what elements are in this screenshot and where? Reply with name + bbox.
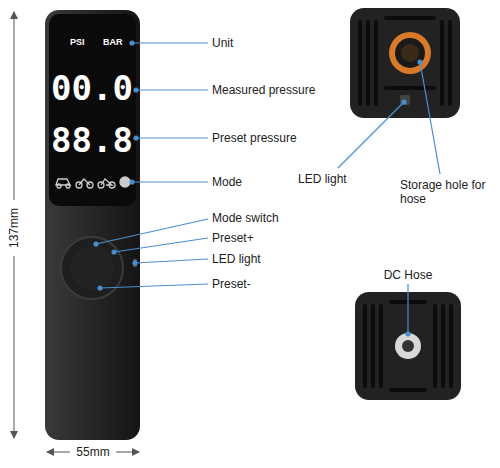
part-label: Preset+	[212, 231, 254, 245]
part-label: Preset-	[212, 277, 251, 291]
part-label: Measured pressure	[212, 83, 315, 97]
display-digits: 88.8	[51, 123, 133, 157]
leader-lines	[94, 41, 440, 336]
part-label: Storage hole for hose	[400, 178, 490, 207]
top-view	[350, 8, 460, 118]
unit-indicator: PSI	[70, 37, 85, 48]
part-label: Mode switch	[212, 211, 279, 225]
inflator-body	[45, 10, 140, 440]
part-label: LED light	[212, 252, 261, 266]
part-label: Mode	[212, 175, 242, 189]
dimension-label: 137mm	[7, 206, 21, 250]
part-label: Preset pressure	[212, 131, 297, 145]
display-digits: 00.0	[51, 71, 133, 105]
part-label: Unit	[212, 36, 233, 50]
unit-indicator: BAR	[103, 37, 123, 48]
part-label: LED light	[298, 172, 347, 186]
dimension-label: 55mm	[74, 445, 111, 459]
part-label: DC Hose	[384, 268, 433, 282]
mode-icons	[56, 177, 130, 188]
